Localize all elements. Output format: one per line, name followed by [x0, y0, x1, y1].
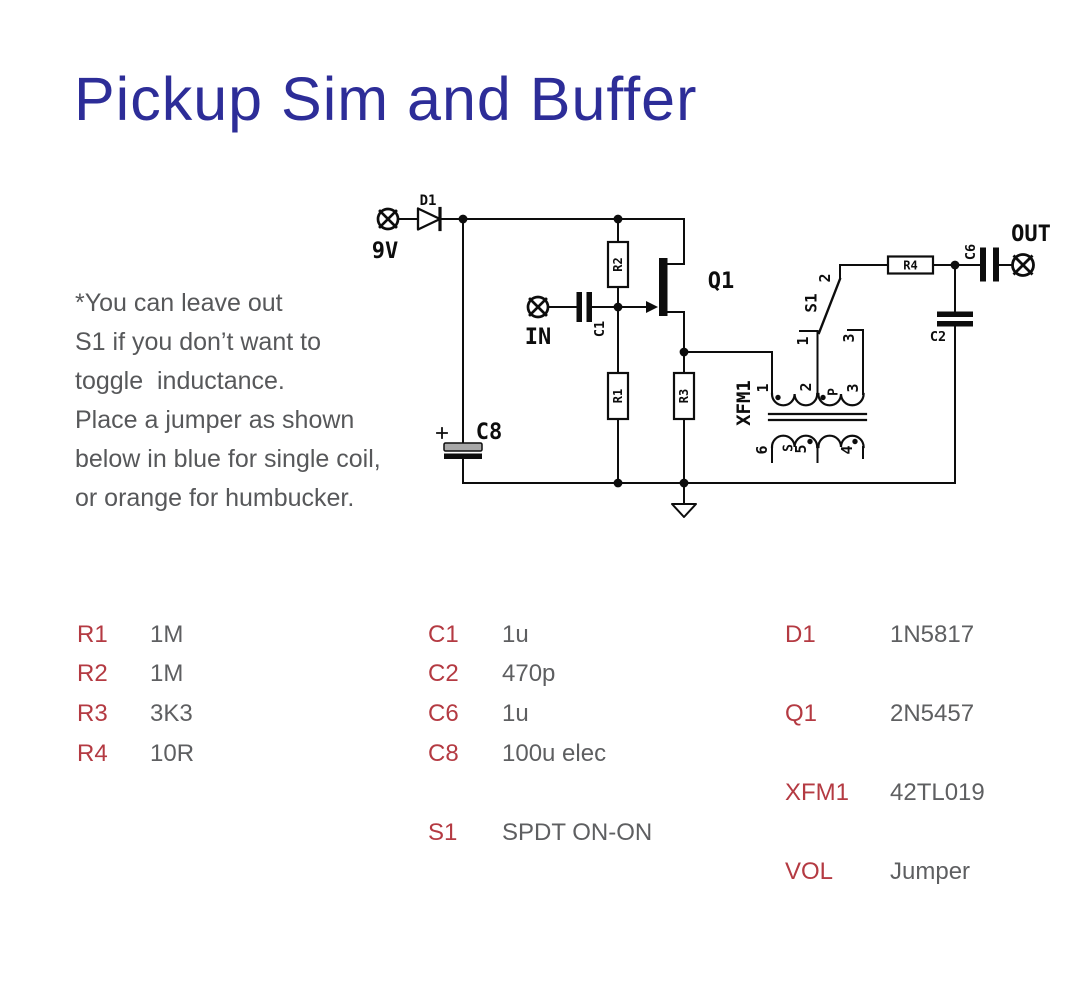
- label-r2: R2: [611, 257, 625, 271]
- gate-arrow: [646, 301, 658, 313]
- label-q1: Q1: [708, 269, 735, 294]
- core: [767, 412, 868, 422]
- label-9v: 9V: [372, 239, 399, 264]
- label-s1-pin2: 2: [816, 273, 834, 282]
- part-value: 1u: [502, 621, 529, 648]
- terminal-out: [1011, 253, 1035, 277]
- capacitor-c6: [980, 247, 999, 282]
- label-c6: C6: [963, 244, 979, 260]
- note-line-4: Place a jumper as shown: [75, 406, 355, 434]
- resistor-r2: [606, 240, 630, 289]
- part-ref: C8: [428, 740, 459, 767]
- label-c2: C2: [930, 329, 946, 345]
- label-r3: R3: [677, 389, 691, 403]
- part-value: 2N5457: [890, 700, 975, 727]
- part-value: 1N5817: [890, 621, 975, 648]
- ground-symbol: [671, 503, 697, 518]
- circuit-schematic: 9V D1 IN OUT Q1 C8 C2 C1 C6 R2 R1 R3 R4 …: [372, 193, 1051, 518]
- part-value: 1u: [502, 700, 529, 727]
- junction-dots: [458, 214, 960, 488]
- phase-dots: [775, 394, 858, 445]
- terminal-9v: [376, 207, 400, 231]
- part-ref: Q1: [785, 700, 818, 727]
- label-in: IN: [525, 325, 552, 350]
- label-xfm-pin3: 3: [844, 383, 862, 392]
- label-xfm-pin2: 2: [797, 382, 815, 391]
- part-ref: VOL: [785, 858, 834, 885]
- capacitor-c1: [576, 292, 592, 322]
- part-value: 470p: [502, 660, 556, 687]
- label-xfm-pin4: 4: [838, 445, 856, 454]
- note-line-2: S1 if you don’t want to: [75, 328, 321, 356]
- part-ref: R1: [77, 621, 108, 648]
- label-s1-pin1: 1: [794, 336, 812, 345]
- label-d1: D1: [420, 193, 437, 209]
- resistor-r3: [672, 371, 696, 421]
- label-xfm-pin5: 5: [792, 444, 810, 453]
- label-r4: R4: [903, 259, 917, 273]
- transformer-xfm1: [767, 392, 868, 463]
- primary-winding: [770, 392, 819, 407]
- part-value: 1M: [150, 660, 184, 687]
- wires: [397, 218, 1013, 505]
- part-value: 1M: [150, 621, 184, 648]
- label-c1: C1: [592, 321, 608, 337]
- part-ref: R2: [77, 660, 108, 687]
- label-xfm-secondary: S: [782, 444, 797, 452]
- label-r1: R1: [611, 389, 625, 403]
- part-ref: D1: [785, 621, 816, 648]
- label-xfm-pin1: 1: [754, 383, 772, 392]
- part-ref: C2: [428, 660, 459, 687]
- resistor-r1: [606, 371, 630, 421]
- terminal-in: [526, 295, 550, 319]
- secondary-winding: [770, 434, 819, 449]
- label-xfm-pin6: 6: [753, 445, 771, 454]
- part-ref: C1: [428, 621, 459, 648]
- page-title: Pickup Sim and Buffer: [74, 65, 698, 133]
- note-line-5: below in blue for single coil,: [75, 445, 381, 473]
- part-ref: R4: [77, 740, 108, 767]
- label-xfm-primary: P: [827, 388, 842, 396]
- plus-sign: [436, 427, 448, 439]
- part-ref: C6: [428, 700, 459, 727]
- switch-s1: [817, 277, 842, 335]
- capacitor-c8: [436, 427, 483, 459]
- label-xfm1: XFM1: [733, 380, 755, 426]
- transistor-q1: [646, 258, 668, 316]
- part-value: SPDT ON-ON: [502, 819, 653, 846]
- part-value: 100u elec: [502, 740, 607, 767]
- part-value: 10R: [150, 740, 195, 767]
- part-ref: R3: [77, 700, 108, 727]
- note-line-3: toggle inductance.: [75, 367, 285, 395]
- part-ref: XFM1: [785, 779, 850, 806]
- note-line-1: *You can leave out: [75, 289, 283, 317]
- label-s1: S1: [802, 293, 821, 312]
- part-value: 42TL019: [890, 779, 985, 806]
- note-line-6: or orange for humbucker.: [75, 484, 355, 512]
- label-out: OUT: [1011, 222, 1051, 247]
- note-block: *You can leave out S1 if you don’t want …: [75, 284, 381, 518]
- part-value: Jumper: [890, 858, 971, 885]
- capacitor-c2: [937, 311, 973, 327]
- resistor-r4: [886, 255, 935, 275]
- label-c8: C8: [476, 420, 503, 445]
- part-ref: S1: [428, 819, 458, 846]
- part-value: 3K3: [150, 700, 193, 727]
- diode-d1: [416, 206, 442, 232]
- label-s1-pin3: 3: [840, 333, 858, 342]
